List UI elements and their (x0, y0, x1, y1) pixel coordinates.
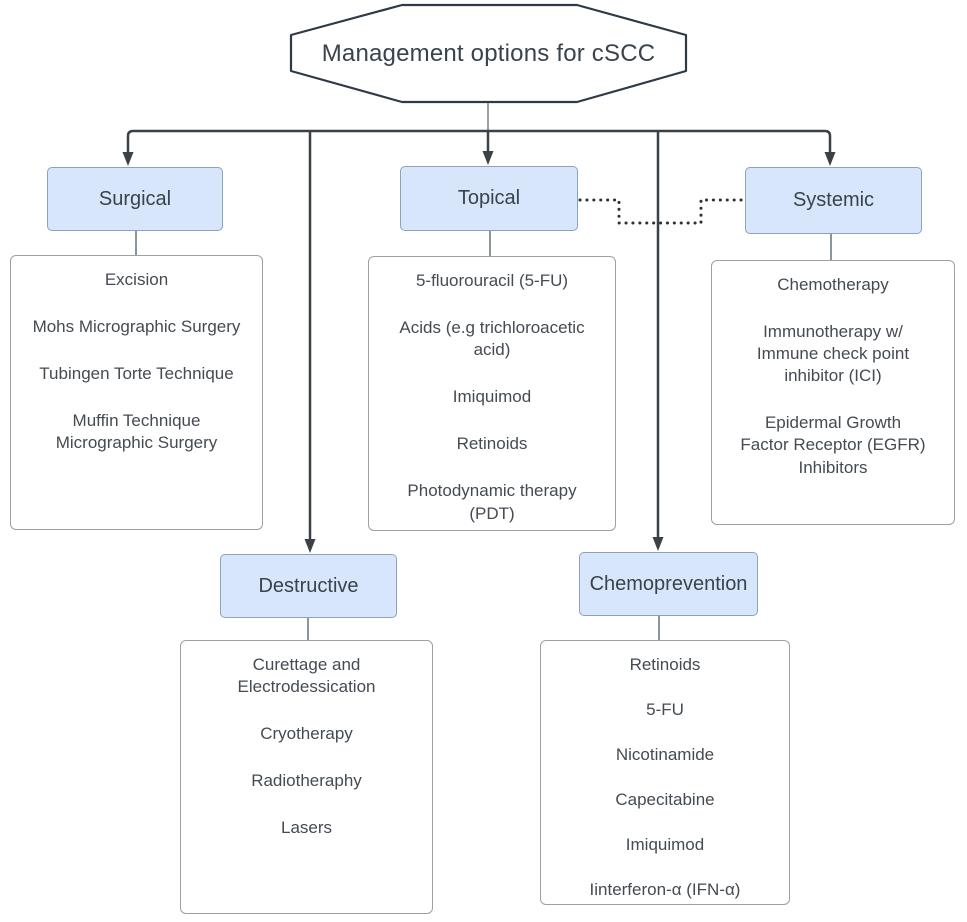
list-item: Excision (104, 270, 169, 289)
list-box-systemic: Chemotherapy Immunotherapy w/ Immune che… (711, 260, 955, 525)
arrow-systemic (824, 152, 836, 166)
category-label-topical: Topical (457, 187, 521, 209)
list-box-surgical: Excision Mohs Micrographic Surgery Tubin… (10, 255, 263, 530)
category-box-chemoprevention: Chemoprevention (579, 552, 758, 616)
list-box-destructive: Curettage and Electrodessication Cryothe… (180, 640, 433, 914)
list-item: Mohs Micrographic Surgery (32, 317, 241, 337)
dotted-link-topical-systemic (578, 198, 745, 225)
list-item: Acids (e.g trichloroacetic acid) (399, 318, 585, 360)
list-item: Photodynamic therapy (PDT) (407, 481, 577, 523)
list-item: Curettage and Electrodessication (237, 655, 376, 697)
list-item: Imiquimod (625, 835, 705, 855)
list-item: Tubingen Torte Technique (39, 364, 234, 384)
list-item: Nicotinamide (615, 745, 715, 765)
category-box-topical: Topical (400, 166, 578, 231)
list-item: Capecitabine (615, 790, 715, 810)
arrow-topical (482, 151, 494, 165)
list-item: Iinterferon-α (IFN-α) (589, 880, 741, 900)
arrow-surgical (122, 152, 134, 166)
arrow-destructive (304, 539, 316, 553)
list-item: Chemotherapy (777, 275, 889, 294)
list-item: Radiotheraphy (251, 771, 362, 791)
list-item: Muffin Technique Micrographic Surgery (55, 411, 218, 453)
category-box-surgical: Surgical (47, 167, 223, 231)
category-label-destructive: Destructive (258, 574, 359, 597)
list-box-topical: 5-fluorouracil (5-FU) Acids (e.g trichlo… (368, 256, 616, 531)
main-horizontal-connector (126, 129, 832, 156)
root-octagon-shape (289, 3, 688, 104)
list-item: 5-FU (646, 700, 684, 720)
list-item: 5-fluorouracil (5-FU) (415, 271, 569, 290)
list-item: Retinoids (456, 434, 528, 454)
root-title: Management options for cSCC (321, 40, 656, 67)
list-item: Imiquimod (452, 387, 532, 407)
category-box-systemic: Systemic (745, 167, 922, 234)
category-box-destructive: Destructive (220, 554, 397, 618)
list-item: Epidermal Growth Factor Receptor (EGFR) … (740, 413, 926, 477)
list-item: Cryotherapy (260, 724, 353, 744)
list-box-chemoprevention: Retinoids 5-FU Nicotinamide Capecitabine… (540, 640, 790, 905)
list-item: Immunotherapy w/ Immune check point inhi… (756, 322, 910, 386)
category-label-surgical: Surgical (98, 187, 172, 210)
category-label-systemic: Systemic (792, 189, 875, 211)
category-label-chemoprevention: Chemoprevention (589, 572, 748, 595)
list-item: Lasers (280, 818, 333, 838)
arrow-chemoprevention (652, 537, 664, 551)
list-item: Retinoids (629, 655, 701, 674)
